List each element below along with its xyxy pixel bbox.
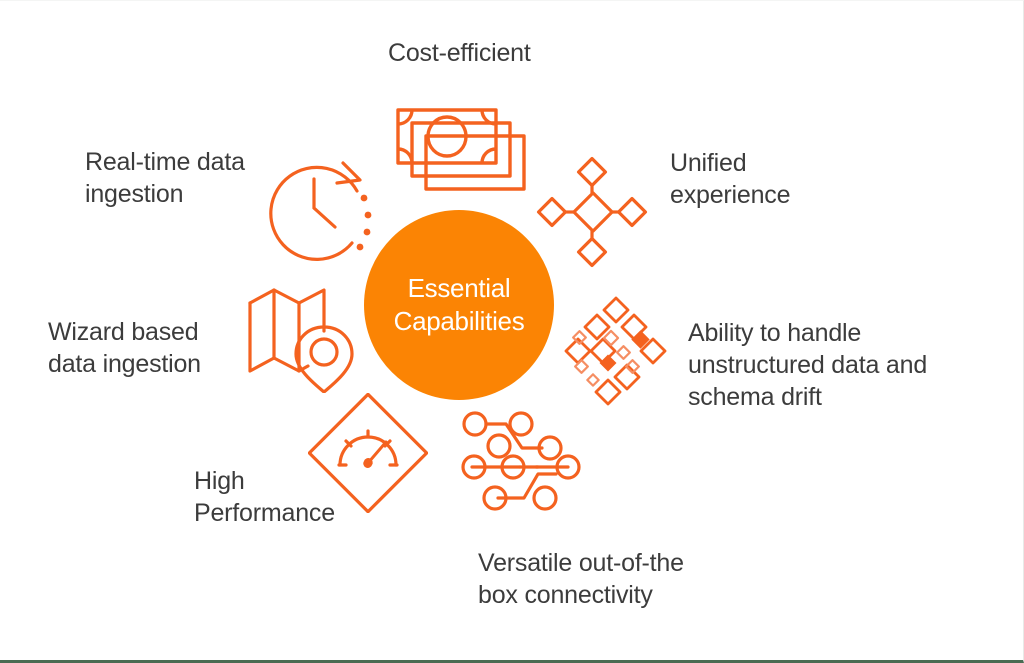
label-real-time-data-ingestion: Real-time data ingestion [85, 148, 245, 208]
map-pin-icon [248, 288, 354, 393]
hub-label: Essential Capabilities [393, 273, 525, 336]
clock-refresh-icon [269, 161, 372, 261]
label-cost-efficient: Cost-efficient [388, 39, 531, 67]
gauge-diamond-icon [308, 393, 428, 513]
network-nodes-icon [536, 156, 648, 268]
label-high-performance: High Performance [194, 467, 335, 527]
label-unstructured-data-schema-drift: Ability to handle unstructured data and … [688, 319, 928, 411]
label-versatile-connectivity: Versatile out-of-the box connectivity [478, 549, 684, 609]
diamond-cluster-icon [564, 296, 667, 406]
label-wizard-based-data-ingestion: Wizard based data ingestion [48, 318, 201, 378]
banknotes-icon [396, 108, 526, 191]
label-unified-experience: Unified experience [670, 149, 791, 209]
circuit-nodes-icon [461, 411, 581, 511]
hub-essential-capabilities: Essential Capabilities [364, 210, 554, 400]
